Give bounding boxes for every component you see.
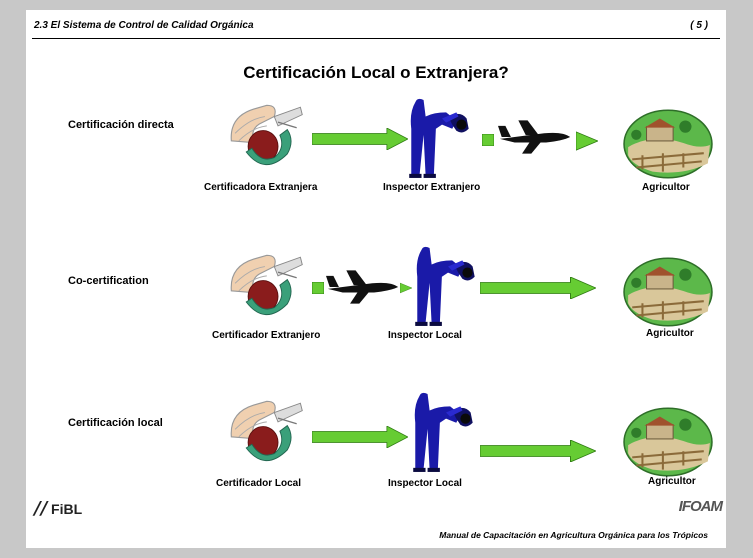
header-divider [32,38,720,39]
airplane-icon [498,118,572,156]
caption-certifier: Certificador Local [216,478,302,489]
arrow-stub-icon [312,282,324,294]
farm-icon [622,406,714,478]
fibl-logo: // FiBL [34,498,83,519]
section-label: 2.3 El Sistema de Control de Calidad Org… [34,20,254,31]
row-label-direct: Certificación directa [68,119,174,131]
farm-icon [622,256,714,328]
ifoam-logo: IFOAM [678,498,723,515]
green-arrow-icon [480,277,596,299]
caption-farmer: Agricultor [648,476,696,487]
green-arrow-icon [312,128,408,150]
caption-farmer: Agricultor [642,182,690,193]
green-arrowhead-icon [576,130,598,152]
arrow-stub-icon [482,134,494,146]
caption-inspector: Inspector Local [388,478,462,489]
airplane-icon [326,268,400,306]
caption-inspector: Inspector Extranjero [383,182,481,193]
hand-writing-icon [218,392,310,476]
hand-writing-icon [218,246,310,330]
bowing-inspector-icon [404,98,478,180]
page-number: ( 5 ) [690,20,708,31]
hand-writing-icon [218,96,310,180]
farm-icon [622,108,714,180]
row-label-local: Certificación local [68,417,163,429]
row-label-co-certification: Co-certification [68,275,149,287]
caption-certifier: Certificadora Extranjera [204,182,318,193]
caption-certifier: Certificador Extranjero [212,330,321,341]
caption-inspector: Inspector Local [388,330,462,341]
slide-title: Certificación Local o Extranjera? [243,63,509,82]
manual-footer: Manual de Capacitación en Agricultura Or… [439,530,708,540]
bowing-inspector-icon [410,246,484,328]
green-arrow-icon [312,426,408,448]
slide: 2.3 El Sistema de Control de Calidad Org… [26,10,726,548]
caption-farmer: Agricultor [646,328,694,339]
bowing-inspector-icon [408,392,482,474]
green-arrow-icon [480,440,596,462]
